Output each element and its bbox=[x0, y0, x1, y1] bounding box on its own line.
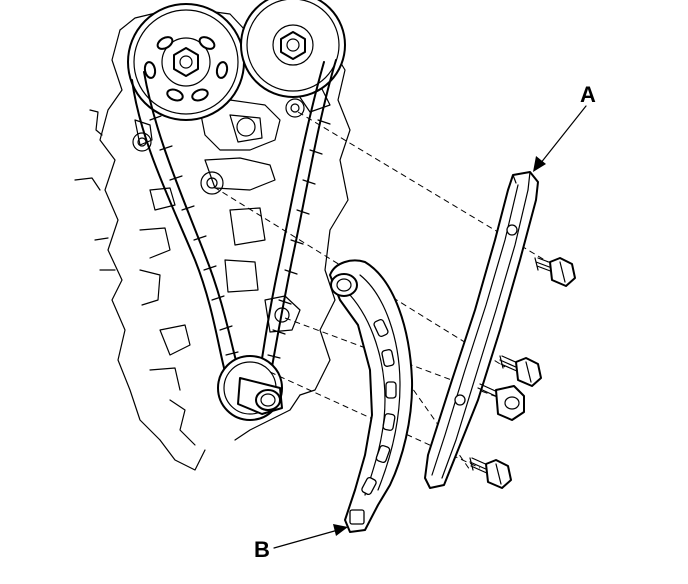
callout-b-arrowhead bbox=[333, 524, 348, 536]
timing-chain bbox=[131, 59, 337, 383]
guide-upper-bolt bbox=[534, 257, 576, 287]
callout-a-arrowhead bbox=[533, 156, 546, 172]
guide-lower-bolt bbox=[469, 457, 512, 489]
tensioner-bolt-1 bbox=[499, 355, 542, 387]
callout-a: A bbox=[533, 82, 596, 172]
callout-a-leader bbox=[539, 105, 587, 165]
chain-guide-a bbox=[424, 171, 539, 489]
exhaust-camshaft-sprocket bbox=[240, 0, 346, 98]
callout-b: B bbox=[254, 524, 348, 562]
tensioner-bolt-2 bbox=[477, 383, 525, 421]
callout-b-leader bbox=[273, 529, 339, 549]
intake-camshaft-sprocket bbox=[127, 3, 245, 121]
crankshaft-sprocket bbox=[217, 355, 283, 421]
callout-a-label: A bbox=[580, 82, 596, 107]
tensioner-arm-b bbox=[329, 259, 414, 533]
callout-b-label: B bbox=[254, 537, 270, 562]
